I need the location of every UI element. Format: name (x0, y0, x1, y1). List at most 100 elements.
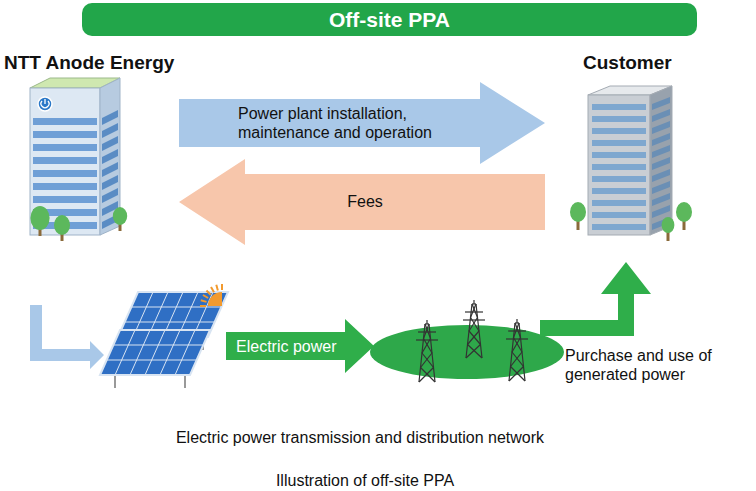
sun-ray (221, 284, 223, 290)
arrow-label: Power plant installation, maintenance an… (238, 104, 453, 142)
window-band (592, 164, 646, 170)
window-band (592, 116, 646, 122)
transmission-tower (506, 319, 528, 381)
tower-strut (508, 330, 526, 331)
sun (200, 284, 222, 306)
tower-strut (424, 339, 433, 354)
tree (570, 202, 586, 222)
solar-panels (100, 292, 228, 388)
tower-strut (506, 338, 528, 339)
power-arrow (226, 319, 374, 373)
tower-strut (424, 324, 430, 339)
window-band (652, 121, 670, 134)
sun-ray (206, 290, 210, 294)
diagram-label: Electric power transmission and distribu… (145, 428, 575, 447)
window-band (33, 157, 97, 164)
office-building (30, 78, 127, 241)
window-band (652, 157, 670, 170)
building-side (650, 86, 672, 235)
tree (30, 206, 49, 230)
transmission-tower (416, 320, 438, 382)
tower-strut (468, 331, 480, 345)
arrow-label: Fees (300, 192, 430, 211)
panel-grid (115, 330, 135, 375)
panel-grid (175, 330, 195, 375)
window-band (652, 193, 670, 206)
tower-strut (516, 319, 517, 323)
tower-strut (512, 338, 521, 353)
panel-grid (160, 330, 180, 375)
window-band (652, 205, 670, 218)
customer-building (570, 86, 692, 241)
tower-strut (463, 319, 485, 320)
tower-strut (471, 318, 480, 332)
tower-strut (471, 304, 477, 318)
solar-panel (100, 330, 210, 375)
tree (662, 217, 675, 233)
tower-strut (419, 368, 434, 383)
window-band (652, 97, 670, 110)
block-arrow (179, 159, 545, 245)
window-band (102, 175, 118, 190)
tower-strut (416, 339, 438, 340)
tree (113, 207, 127, 225)
tower-strut (469, 318, 478, 332)
window-band (102, 162, 118, 177)
window-band (592, 224, 646, 230)
building-node: NTT Anode Energy (4, 52, 179, 245)
node-heading: Customer (583, 52, 672, 74)
window-band (592, 128, 646, 134)
tower-strut (422, 339, 431, 354)
block-arrow (179, 82, 545, 164)
logo-symbol (41, 99, 49, 108)
window-band (592, 176, 646, 182)
building-node: Customer (545, 52, 717, 245)
tower-strut (418, 331, 436, 332)
panel-grid (145, 330, 165, 375)
tower-strut (473, 300, 474, 304)
window-band (592, 188, 646, 194)
supply-arrow (540, 262, 651, 336)
window-band (592, 140, 646, 146)
sun-ray (200, 305, 206, 307)
tower-strut (426, 320, 427, 324)
sun-ray (211, 287, 214, 292)
caption: Illustration of off-site PPA (165, 472, 565, 490)
panel-grid (107, 360, 197, 361)
window-band (33, 131, 97, 138)
tower-strut (511, 367, 526, 382)
tower-strut (465, 311, 483, 312)
diagram-label: Electric power (236, 337, 346, 356)
window-band (652, 145, 670, 158)
window-band (652, 133, 670, 146)
window-band (102, 136, 118, 151)
tower-strut (512, 352, 524, 367)
window-band (102, 123, 118, 138)
window-band (102, 110, 118, 125)
tower-strut (469, 331, 481, 345)
tower-strut (421, 353, 433, 368)
sun-ray (216, 285, 218, 291)
panel-leg (184, 375, 186, 388)
window-band (652, 109, 670, 122)
window-band (652, 181, 670, 194)
tower-strut (509, 367, 524, 382)
tower-strut (421, 368, 436, 383)
panel-grid (113, 345, 203, 346)
diagram-label: Purchase and use of generated power (565, 346, 745, 384)
panel-grid (130, 330, 150, 375)
building-front (588, 95, 650, 235)
window-band (592, 200, 646, 206)
tree (54, 215, 70, 235)
tower-strut (466, 345, 481, 359)
logo (38, 97, 52, 111)
window-band (33, 118, 97, 125)
node-heading: NTT Anode Energy (4, 52, 174, 74)
panel-leg (114, 375, 116, 388)
building-front (30, 88, 100, 235)
tree (676, 202, 692, 222)
install-arrow (30, 305, 104, 369)
